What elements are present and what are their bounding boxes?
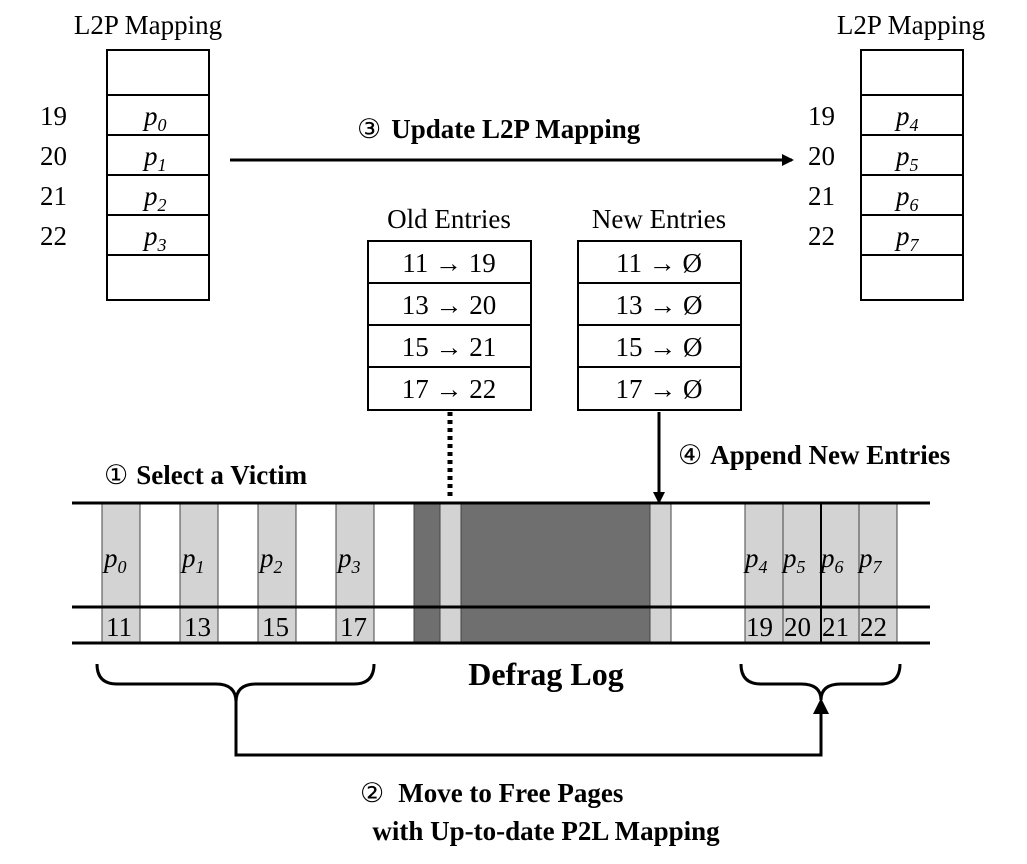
free-page: p7 22	[857, 502, 898, 644]
right-lpn-20: 20	[808, 141, 835, 171]
left-lpn-21: 21	[40, 181, 67, 211]
victim-page-lpn: 17	[340, 612, 367, 642]
new-entry-row: 15 → Ø	[616, 332, 703, 362]
free-page: p6 21	[819, 502, 860, 644]
old-entries-title: Old Entries	[387, 204, 511, 234]
right-lpn-22: 22	[808, 221, 835, 251]
victim-page: p2 15	[257, 502, 297, 644]
left-l2p-title: L2P Mapping	[74, 10, 222, 40]
right-ppn-cell: p6	[894, 181, 919, 215]
new-entries-title: New Entries	[592, 204, 726, 234]
victim-page: p1 13	[179, 502, 219, 644]
victim-page-lpn: 13	[184, 612, 211, 642]
defrag-log-region	[413, 502, 672, 644]
step2-connector	[234, 702, 823, 757]
right-ppn-cell: p7	[894, 221, 920, 255]
left-lpn-19: 19	[40, 101, 67, 131]
right-l2p-table: L2P Mapping 19 20 21 22 p4 p5 p6 p7	[808, 10, 985, 301]
left-lpn-22: 22	[40, 221, 67, 251]
free-page-lpn: 20	[784, 612, 811, 642]
step2-arrowhead	[813, 698, 829, 714]
left-l2p-table: L2P Mapping 19 20 21 22 p0 p1 p2 p3	[40, 10, 222, 301]
right-ppn-cell: p5	[894, 141, 919, 175]
svg-text:p2: p2	[258, 543, 283, 577]
svg-text:p1: p1	[180, 543, 205, 577]
old-entries-table: Old Entries 11 → 19 13 → 20 15 → 21 17 →…	[367, 204, 532, 411]
old-entry-row: 17 → 22	[402, 374, 497, 404]
old-entry-row: 13 → 20	[402, 290, 497, 320]
right-lpn-21: 21	[808, 181, 835, 211]
free-page-lpn: 19	[746, 612, 773, 642]
svg-text:p0: p0	[102, 543, 127, 577]
victim-brace	[95, 663, 376, 703]
left-ppn-cell: p2	[142, 181, 167, 215]
step2-label-line2: with Up-to-date P2L Mapping	[372, 816, 720, 846]
left-lpn-20: 20	[40, 141, 67, 171]
free-brace	[739, 663, 902, 701]
new-entry-row: 11 → Ø	[616, 248, 702, 278]
left-ppn-cell: p0	[142, 101, 167, 135]
victim-page-lpn: 15	[262, 612, 289, 642]
free-page: p4 19	[743, 502, 784, 644]
right-lpn-19: 19	[808, 101, 835, 131]
new-entries-table: New Entries 11 → Ø 13 → Ø 15 → Ø 17 → Ø	[577, 204, 742, 411]
free-page-lpn: 21	[822, 612, 849, 642]
victim-page-lpn: 11	[106, 612, 132, 642]
new-entry-row: 13 → Ø	[616, 290, 703, 320]
svg-text:p6: p6	[819, 543, 844, 577]
victim-page: p0 11	[101, 502, 141, 644]
victim-page: p3 17	[335, 502, 375, 644]
svg-text:p4: p4	[743, 543, 768, 577]
old-entry-row: 15 → 21	[402, 332, 497, 362]
free-page-lpn: 22	[860, 612, 887, 642]
old-entry-row: 11 → 19	[402, 248, 496, 278]
svg-text:p5: p5	[781, 543, 806, 577]
right-l2p-title: L2P Mapping	[837, 10, 985, 40]
left-ppn-cell: p3	[142, 221, 167, 255]
left-ppn-cell: p1	[142, 141, 167, 175]
flash-strip: p0 11 p1 13 p2 15 p3 17 p4 19	[72, 501, 930, 645]
right-ppn-cell: p4	[894, 101, 919, 135]
free-page: p5 20	[781, 502, 822, 644]
defrag-log-label: Defrag Log	[468, 656, 624, 692]
svg-text:p7: p7	[857, 543, 883, 577]
svg-text:p3: p3	[336, 543, 361, 577]
new-entry-row: 17 → Ø	[616, 374, 703, 404]
